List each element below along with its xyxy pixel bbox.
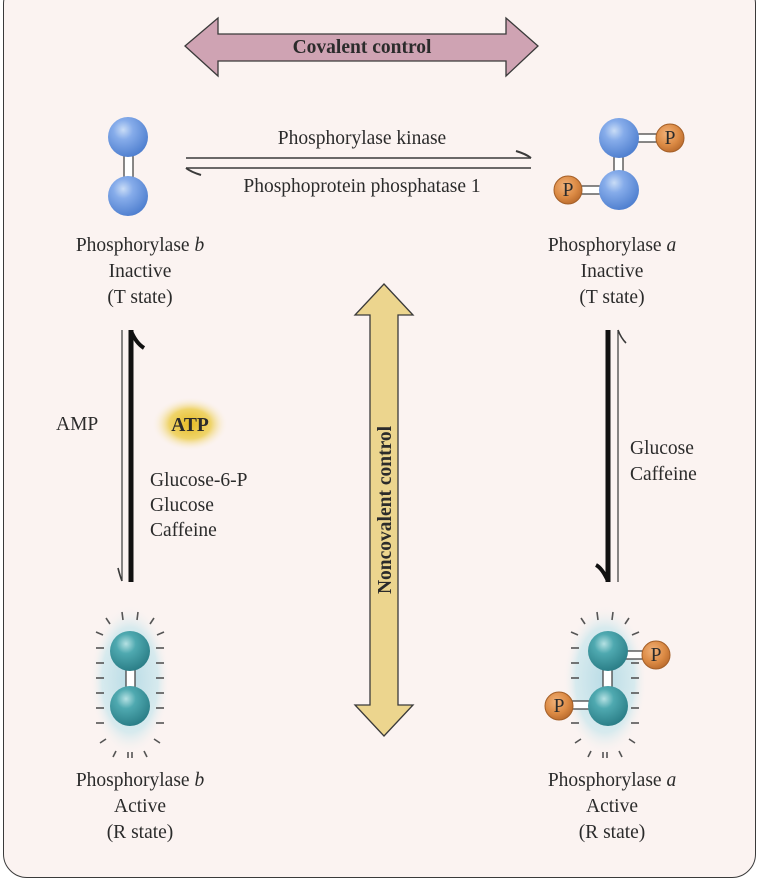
t-state-subunit-icon xyxy=(108,176,148,216)
left-inhibitor-label: Glucose xyxy=(150,495,214,516)
covalent-control-arrow: Covalent control xyxy=(184,16,539,78)
b-inactive-activity: Inactive xyxy=(109,261,172,282)
phosphorylase-a-active-molecule: P P xyxy=(544,605,671,758)
phosphorylase-b-inactive-molecule xyxy=(108,117,148,216)
up-arrowhead-icon xyxy=(129,330,146,350)
a-active-state: (R state) xyxy=(579,822,646,843)
b-active-activity: Active xyxy=(114,796,166,817)
b-active-name: Phosphorylase b xyxy=(76,770,205,791)
r-state-subunit-icon xyxy=(588,686,628,726)
atp-glow xyxy=(152,397,228,451)
covalent-arrow-shape xyxy=(184,16,539,78)
right-transition-arrows: Glucose Caffeine xyxy=(594,329,697,582)
a-inactive-state: (T state) xyxy=(579,287,644,308)
phosphorylase-b-active-molecule xyxy=(90,605,170,758)
t-state-subunit-icon xyxy=(599,170,639,210)
t-state-subunit-icon xyxy=(599,118,639,158)
covalent-reaction-arrows: Phosphorylase kinase Phosphoprotein phos… xyxy=(185,128,532,197)
forward-arrowhead-icon xyxy=(515,150,532,159)
r-state-subunit-icon xyxy=(110,631,150,671)
noncovalent-arrow-shape xyxy=(353,283,415,737)
left-inhibitor-label: Caffeine xyxy=(150,520,217,541)
down-arrowhead-icon xyxy=(117,567,123,582)
noncovalent-control-arrow: Noncovalent control xyxy=(353,283,415,737)
noncovalent-control-label: Noncovalent control xyxy=(375,425,396,594)
r-state-subunit-icon xyxy=(110,686,150,726)
left-transition-arrows: AMP ATP Glucose-6-P Glucose Caffeine xyxy=(56,330,248,582)
b-inactive-name: Phosphorylase b xyxy=(76,235,205,256)
r-state-tick-marks xyxy=(95,611,165,758)
phosphate-bond xyxy=(635,133,659,143)
phosphate-bond xyxy=(579,185,603,195)
a-active-name: Phosphorylase a xyxy=(548,770,677,791)
t-state-subunit-icon xyxy=(108,117,148,157)
r-state-tick-marks xyxy=(570,611,640,758)
atp-label: ATP xyxy=(171,415,209,436)
right-inhibitor-label: Glucose xyxy=(630,438,694,459)
phosphoprotein-phosphatase-label: Phosphoprotein phosphatase 1 xyxy=(243,176,480,197)
down-arrowhead-icon xyxy=(594,563,610,582)
left-inhibitor-label: Glucose-6-P xyxy=(150,470,248,491)
phosphate-label: P xyxy=(554,696,565,717)
covalent-control-label: Covalent control xyxy=(293,37,432,58)
phosphate-label: P xyxy=(651,645,662,666)
phosphate-icon xyxy=(641,640,671,670)
b-inactive-state: (T state) xyxy=(107,287,172,308)
r-state-subunit-icon xyxy=(588,631,628,671)
a-inactive-activity: Inactive xyxy=(581,261,644,282)
b-active-state: (R state) xyxy=(107,822,174,843)
phosphate-icon xyxy=(544,691,574,721)
phosphate-label: P xyxy=(665,128,676,149)
amp-label: AMP xyxy=(56,414,98,435)
right-inhibitor-label: Caffeine xyxy=(630,464,697,485)
up-arrowhead-icon xyxy=(617,329,627,344)
a-active-activity: Active xyxy=(586,796,638,817)
phosphorylase-kinase-label: Phosphorylase kinase xyxy=(278,128,446,149)
reverse-arrowhead-icon xyxy=(185,167,202,176)
phosphate-icon xyxy=(655,123,685,153)
phosphorylase-a-inactive-molecule: P P xyxy=(553,118,685,210)
a-inactive-name: Phosphorylase a xyxy=(548,235,677,256)
phosphate-icon xyxy=(553,175,583,205)
phosphate-label: P xyxy=(563,180,574,201)
